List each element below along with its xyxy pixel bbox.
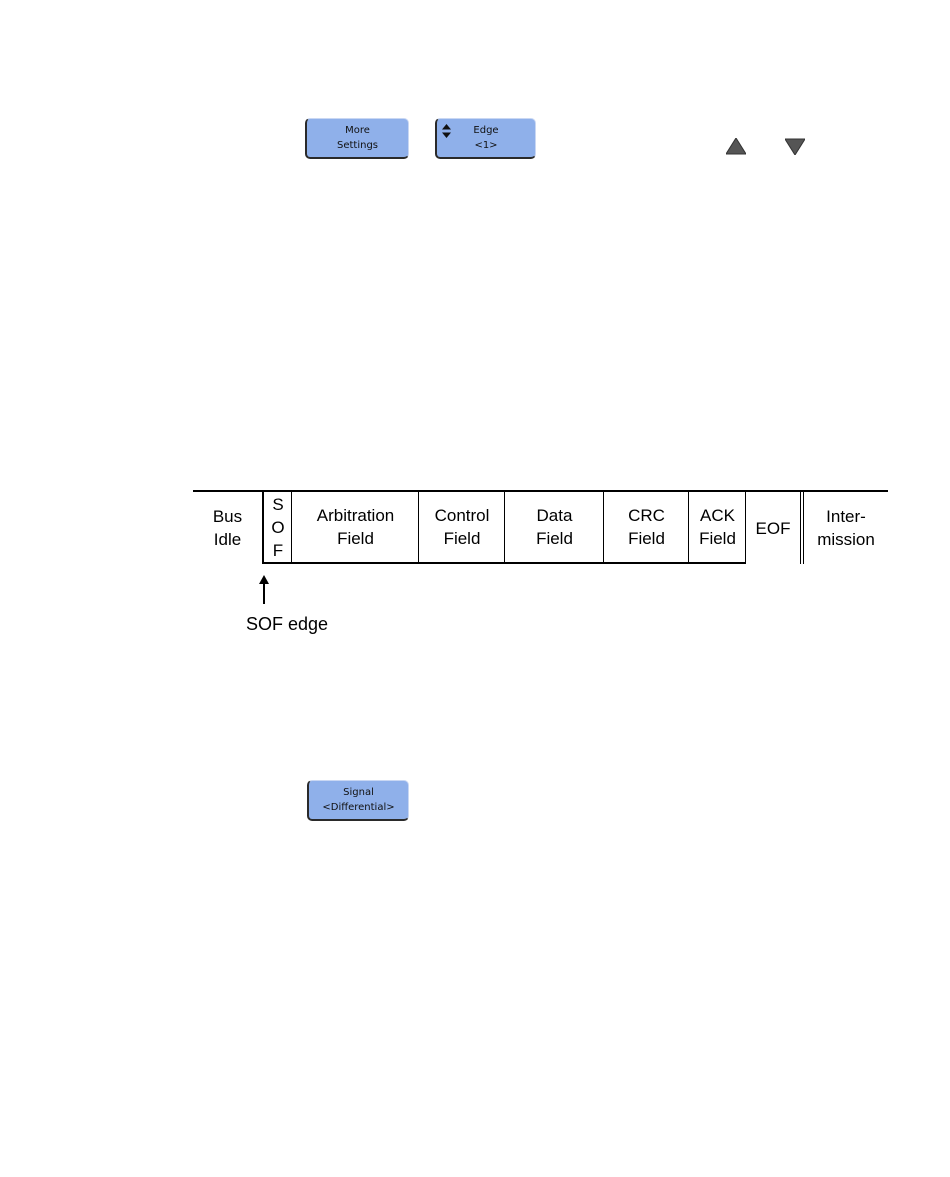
can-frame-diagram: Bus Idle S O F Arbitration Field Control… [193, 490, 888, 564]
eof-label: EOF [756, 517, 791, 540]
intermission-label-2: mission [817, 528, 875, 551]
arbitration-label-1: Arbitration [317, 504, 394, 527]
edge-softkey[interactable]: Edge <1> [435, 118, 536, 159]
data-label-1: Data [537, 504, 573, 527]
up-down-arrows-icon [442, 124, 451, 138]
more-settings-softkey[interactable]: More Settings [305, 118, 409, 159]
up-triangle-icon[interactable] [726, 138, 746, 155]
ack-label-2: Field [699, 527, 736, 550]
signal-line2: <Differential> [322, 800, 394, 815]
bus-idle-cell: Bus Idle [193, 492, 262, 564]
crc-label-1: CRC [628, 504, 665, 527]
eof-cell: EOF [746, 492, 800, 564]
sof-letter-s: S [272, 493, 283, 516]
data-label-2: Field [536, 527, 573, 550]
signal-softkey[interactable]: Signal <Differential> [307, 780, 409, 821]
bus-idle-label-1: Bus [213, 505, 242, 528]
data-field-cell: Data Field [505, 492, 604, 564]
sof-letter-o: O [271, 516, 284, 539]
control-label-1: Control [435, 504, 490, 527]
eof-end-line [800, 492, 801, 564]
ack-label-1: ACK [700, 504, 735, 527]
bus-idle-label-2: Idle [214, 528, 241, 551]
sof-letter-f: F [273, 539, 283, 562]
more-settings-line2: Settings [337, 138, 378, 153]
arbitration-field-cell: Arbitration Field [292, 492, 419, 564]
control-field-cell: Control Field [419, 492, 505, 564]
down-triangle-icon[interactable] [785, 138, 805, 155]
intermission-label-1: Inter- [826, 505, 866, 528]
sof-edge-label: SOF edge [246, 614, 328, 635]
more-settings-line1: More [345, 123, 370, 138]
crc-field-cell: CRC Field [604, 492, 689, 564]
crc-label-2: Field [628, 527, 665, 550]
edge-line1: Edge [473, 123, 498, 138]
control-label-2: Field [444, 527, 481, 550]
sof-edge-arrow [263, 578, 265, 604]
signal-line1: Signal [343, 785, 374, 800]
ack-field-cell: ACK Field [689, 492, 746, 564]
edge-line2: <1> [474, 138, 497, 153]
intermission-cell: Inter- mission [804, 492, 888, 564]
sof-cell: S O F [264, 492, 292, 564]
arbitration-label-2: Field [337, 527, 374, 550]
